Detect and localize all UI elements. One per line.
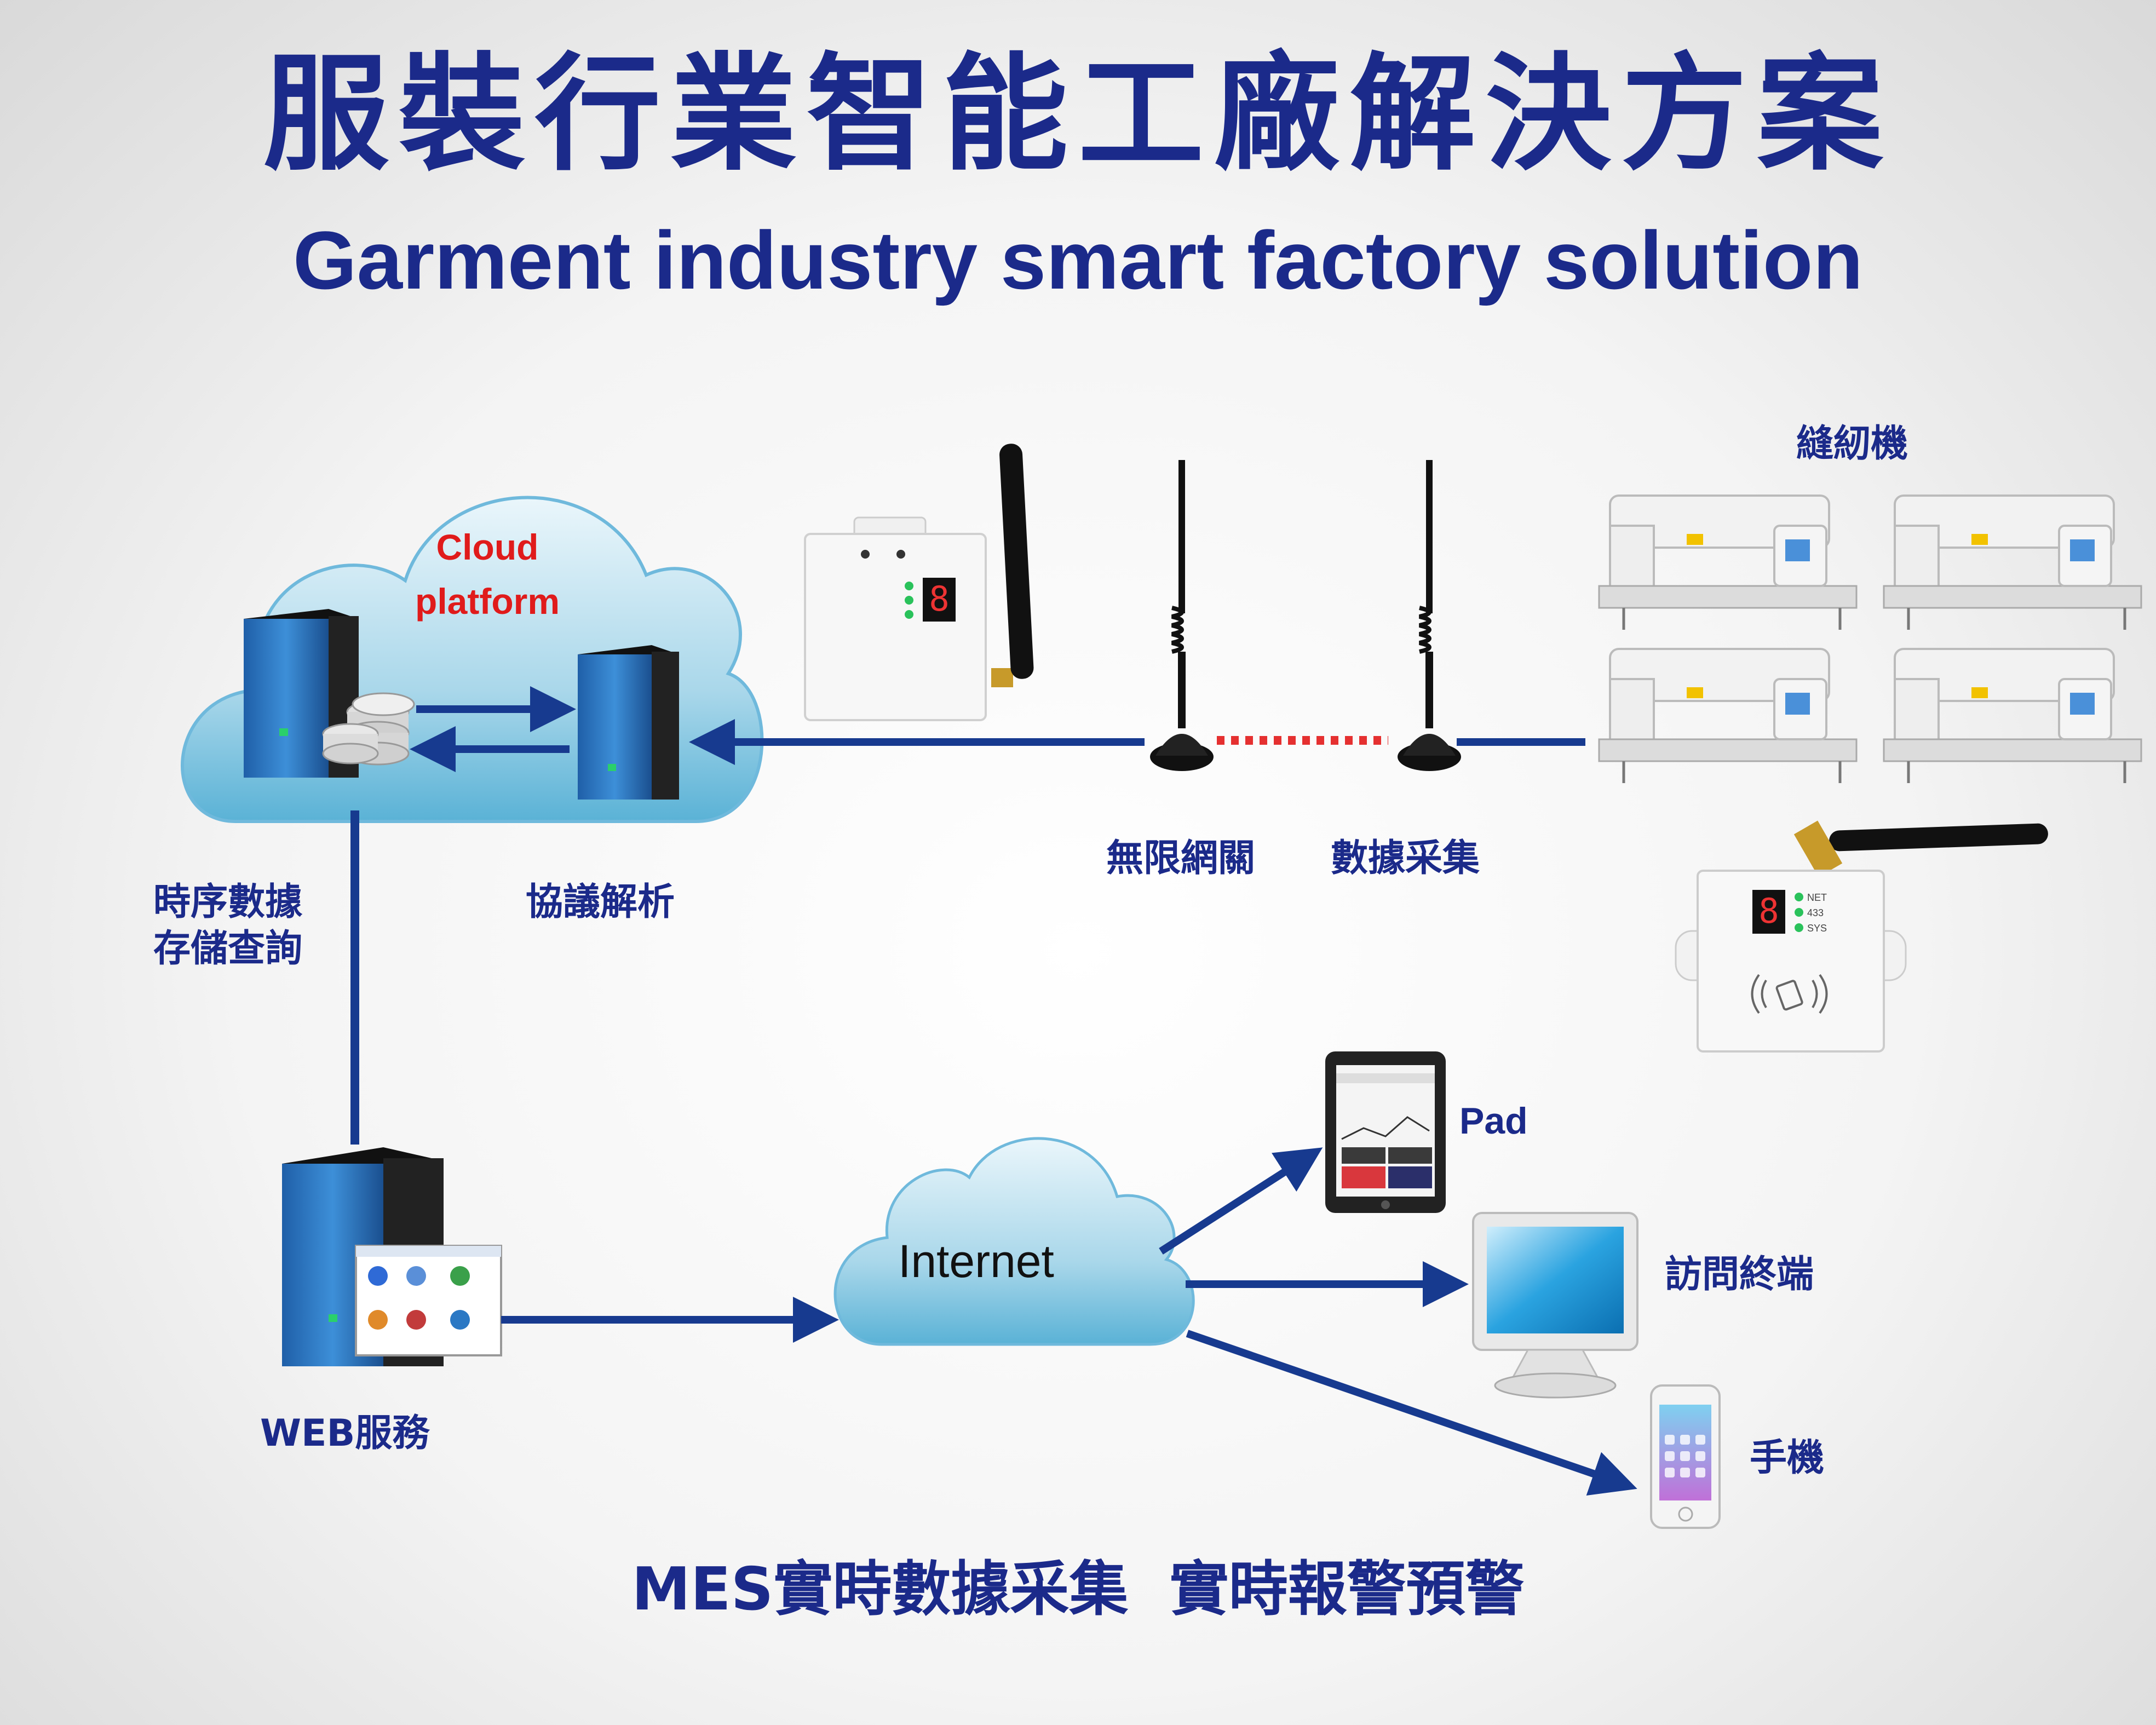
gateway-antenna-icon	[1150, 460, 1214, 771]
led-label-net: NET	[1807, 892, 1827, 903]
phone-label: 手機	[1750, 1436, 1825, 1480]
svg-text:8: 8	[1758, 891, 1779, 931]
collector-label: 數據采集	[1331, 837, 1480, 880]
protocol-server-icon	[578, 645, 679, 800]
sewing-machine-label: 縫紉機	[1796, 422, 1908, 465]
internet-to-pad-arrow	[1159, 1147, 1323, 1255]
sewing-machine-icon	[1598, 495, 1858, 630]
led-label-433: 433	[1807, 907, 1824, 918]
pad-icon	[1325, 1051, 1446, 1213]
timeseries-line2: 存儲查詢	[153, 927, 303, 970]
sewing-machine-icon-2	[1884, 496, 2141, 630]
footer-caption: MES實時數據采集 實時報警預警	[631, 1555, 1525, 1624]
cloud-platform-line2: platform	[415, 581, 560, 622]
collector-antenna-icon	[1398, 460, 1461, 771]
internet-cloud-shape	[833, 1137, 1195, 1346]
data-collector-device-icon: 8 NET 433 SYS	[1675, 820, 2048, 1053]
timeseries-label: 時序數據 存儲查詢	[153, 879, 302, 972]
protocol-label: 協議解析	[526, 881, 675, 924]
web-server-icon	[282, 1147, 502, 1366]
timeseries-line1: 時序數據	[153, 881, 303, 924]
sewing-machine-icon-4	[1884, 649, 2141, 783]
pad-label: Pad	[1459, 1100, 1528, 1142]
cloud-platform-line1: Cloud	[436, 527, 539, 567]
sewing-machine-icon-3	[1599, 649, 1856, 783]
gateway-label: 無限網關	[1106, 837, 1256, 880]
page-subtitle: Garment industry smart factory solution	[292, 214, 1864, 306]
cloud-platform-label: Cloud platform	[383, 520, 591, 629]
svg-text:8: 8	[929, 579, 949, 619]
wireless-gateway-device-icon: 8	[804, 444, 1034, 721]
internet-to-phone-arrow	[1186, 1330, 1637, 1496]
led-label-sys: SYS	[1807, 923, 1827, 934]
internet-label: Internet	[898, 1235, 1054, 1287]
database-icon	[322, 692, 415, 766]
terminal-label: 訪問終端	[1665, 1253, 1814, 1296]
phone-icon	[1650, 1384, 1721, 1529]
web-service-label: WEB服務	[260, 1412, 430, 1455]
page-title: 服裝行業智能工廠解決方案	[263, 42, 1893, 188]
monitor-icon	[1472, 1212, 1638, 1399]
